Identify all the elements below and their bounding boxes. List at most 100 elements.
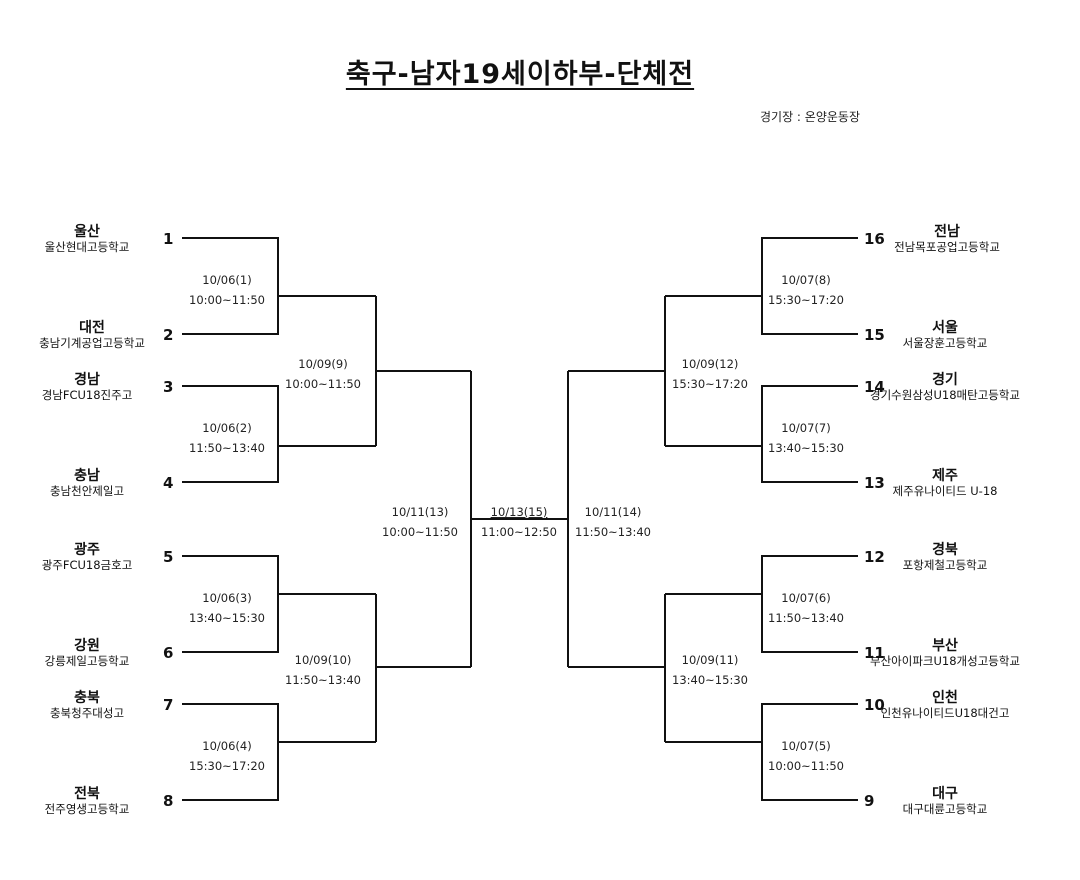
- team-region: 전남: [934, 224, 960, 240]
- seed-number: 1: [163, 230, 174, 248]
- team-school: 울산현대고등학교: [44, 240, 130, 254]
- team-region: 서울: [932, 320, 958, 336]
- team-right-16: 전남 전남목포공업고등학교: [872, 224, 1022, 254]
- match-date: 10/09(11): [681, 653, 739, 667]
- bracket-line-m1: [182, 237, 279, 335]
- team-school: 경기수원삼성U18매탄고등학교: [870, 388, 1021, 402]
- match-11-label: 10/09(11) 13:40~15:30: [655, 650, 765, 690]
- team-school: 충남천안제일고: [49, 484, 125, 498]
- team-right-10: 인천 인천유나이티드U18대건고: [870, 690, 1020, 720]
- match-4-label: 10/06(4) 15:30~17:20: [172, 736, 282, 776]
- team-region: 충남: [74, 468, 100, 484]
- team-region: 부산: [932, 638, 958, 654]
- team-school: 포항제철고등학교: [902, 558, 988, 572]
- match-date: 10/07(6): [781, 591, 831, 605]
- match-date: 10/11(13): [391, 505, 449, 519]
- match-date: 10/11(14): [584, 505, 642, 519]
- match-time: 13:40~15:30: [672, 673, 748, 687]
- match-6-label: 10/07(6) 11:50~13:40: [751, 588, 861, 628]
- match-time: 15:30~17:20: [768, 293, 844, 307]
- team-region: 대전: [79, 320, 105, 336]
- seed-number: 11: [864, 644, 885, 662]
- team-right-9: 대구 대구대륜고등학교: [870, 786, 1020, 816]
- match-10-label: 10/09(10) 11:50~13:40: [268, 650, 378, 690]
- match-time: 15:30~17:20: [672, 377, 748, 391]
- team-region: 울산: [74, 224, 100, 240]
- bracket-line-m3: [182, 555, 279, 653]
- team-school: 대구대륜고등학교: [902, 802, 988, 816]
- match-date: 10/07(7): [781, 421, 831, 435]
- bracket-line-m2: [182, 385, 279, 483]
- team-region: 경남: [74, 372, 100, 388]
- team-left-1: 울산 울산현대고등학교: [12, 224, 162, 254]
- match-8-label: 10/07(8) 15:30~17:20: [751, 270, 861, 310]
- seed-number: 13: [864, 474, 885, 492]
- team-region: 대구: [932, 786, 958, 802]
- title-text: 축구-남자19세이하부-단체전: [345, 59, 695, 90]
- team-school: 전남목포공업고등학교: [894, 240, 1000, 254]
- team-left-5: 광주 광주FCU18금호고: [12, 542, 162, 572]
- match-date: 10/06(3): [202, 591, 252, 605]
- team-region: 강원: [74, 638, 100, 654]
- team-right-12: 경북 포항제철고등학교: [870, 542, 1020, 572]
- team-region: 광주: [74, 542, 100, 558]
- team-region: 제주: [932, 468, 958, 484]
- match-15-label: 10/13(15) 11:00~12:50: [464, 502, 574, 542]
- match-7-label: 10/07(7) 13:40~15:30: [751, 418, 861, 458]
- team-left-7: 충북 충북청주대성고: [12, 690, 162, 720]
- seed-number: 3: [163, 378, 174, 396]
- team-left-2: 대전 충남기계공업고등학교: [17, 320, 167, 350]
- team-region: 전북: [74, 786, 100, 802]
- page-title: 축구-남자19세이하부-단체전: [0, 52, 1040, 91]
- match-time: 11:00~12:50: [481, 525, 557, 539]
- team-school: 제주유나이티드 U-18: [892, 484, 998, 498]
- team-right-15: 서울 서울장훈고등학교: [870, 320, 1020, 350]
- match-date: 10/09(12): [681, 357, 739, 371]
- match-date: 10/09(10): [294, 653, 352, 667]
- match-time: 15:30~17:20: [189, 759, 265, 773]
- seed-number: 12: [864, 548, 885, 566]
- team-left-3: 경남 경남FCU18진주고: [12, 372, 162, 402]
- venue-label: 경기장 : 온양운동장: [760, 110, 860, 124]
- match-date: 10/07(8): [781, 273, 831, 287]
- match-date: 10/13(15): [490, 505, 548, 519]
- match-time: 11:50~13:40: [285, 673, 361, 687]
- team-region: 충북: [74, 690, 100, 706]
- match-1-label: 10/06(1) 10:00~11:50: [172, 270, 282, 310]
- match-time: 10:00~11:50: [768, 759, 844, 773]
- team-region: 경북: [932, 542, 958, 558]
- team-school: 충남기계공업고등학교: [39, 336, 145, 350]
- match-13-label: 10/11(13) 10:00~11:50: [365, 502, 475, 542]
- seed-number: 16: [864, 230, 885, 248]
- team-left-4: 충남 충남천안제일고: [12, 468, 162, 498]
- bracket-line-m7: [761, 385, 858, 483]
- bracket-line-m5: [761, 703, 858, 801]
- match-9-label: 10/09(9) 10:00~11:50: [268, 354, 378, 394]
- bracket-line-m4: [182, 703, 279, 801]
- team-left-8: 전북 전주영생고등학교: [12, 786, 162, 816]
- seed-number: 4: [163, 474, 174, 492]
- match-5-label: 10/07(5) 10:00~11:50: [751, 736, 861, 776]
- team-region: 인천: [932, 690, 958, 706]
- seed-number: 14: [864, 378, 885, 396]
- match-date: 10/06(1): [202, 273, 252, 287]
- seed-number: 9: [864, 792, 875, 810]
- match-time: 13:40~15:30: [189, 611, 265, 625]
- match-12-label: 10/09(12) 15:30~17:20: [655, 354, 765, 394]
- match-time: 10:00~11:50: [382, 525, 458, 539]
- seed-number: 5: [163, 548, 174, 566]
- match-2-label: 10/06(2) 11:50~13:40: [172, 418, 282, 458]
- team-right-11: 부산 부산아이파크U18개성고등학교: [870, 638, 1020, 668]
- team-school: 광주FCU18금호고: [41, 558, 133, 572]
- team-school: 충북청주대성고: [49, 706, 125, 720]
- match-time: 10:00~11:50: [285, 377, 361, 391]
- team-right-14: 경기 경기수원삼성U18매탄고등학교: [870, 372, 1020, 402]
- match-time: 13:40~15:30: [768, 441, 844, 455]
- seed-number: 6: [163, 644, 174, 662]
- seed-number: 7: [163, 696, 174, 714]
- seed-number: 8: [163, 792, 174, 810]
- match-time: 10:00~11:50: [189, 293, 265, 307]
- match-3-label: 10/06(3) 13:40~15:30: [172, 588, 282, 628]
- match-date: 10/06(4): [202, 739, 252, 753]
